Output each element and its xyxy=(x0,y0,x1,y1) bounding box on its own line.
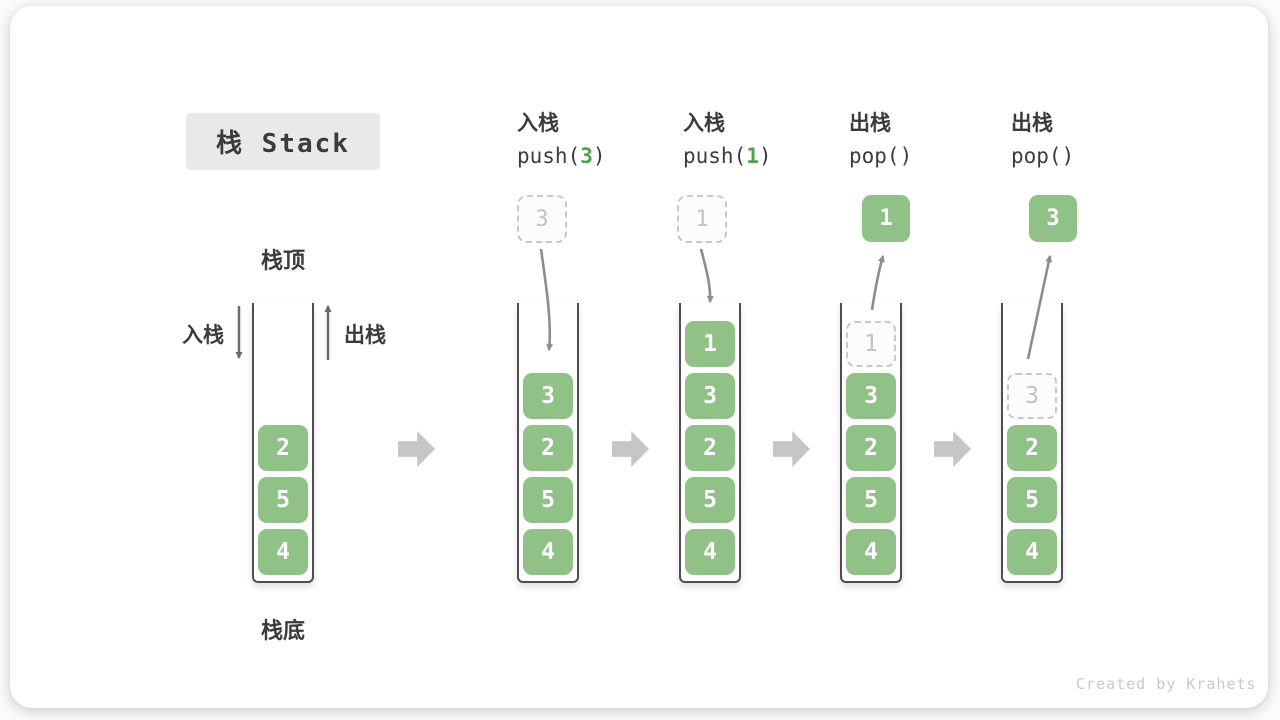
stack-state-after-push-3: 3 2 5 4 xyxy=(517,303,579,583)
title-box: 栈 Stack xyxy=(186,113,380,170)
op-header-pop-3: 出栈 pop() xyxy=(1011,107,1171,168)
stack-state-initial: 2 5 4 xyxy=(252,303,314,583)
stack-bottom-label: 栈底 xyxy=(260,619,305,644)
stack-cell: 5 xyxy=(523,477,573,523)
op-name: 出栈 xyxy=(849,111,891,135)
stack-state-after-push-1: 1 3 2 5 4 xyxy=(679,303,741,583)
stack-cell: 4 xyxy=(846,529,896,575)
stack-top-label: 栈顶 xyxy=(260,249,305,274)
title-text: 栈 Stack xyxy=(216,129,350,159)
op-name: 入栈 xyxy=(683,111,725,135)
stack-cell: 1 xyxy=(685,321,735,367)
op-name: 入栈 xyxy=(517,111,559,135)
popped-value-box-1: 1 xyxy=(862,195,910,242)
push-direction-label: 入栈 xyxy=(182,323,224,347)
pushed-value-box-3: 3 xyxy=(517,195,567,243)
pushed-value-box-1: 1 xyxy=(677,195,727,243)
op-code-arg: 1 xyxy=(746,144,759,168)
op-code: pop() xyxy=(1011,144,1075,168)
stack-cell: 2 xyxy=(846,425,896,471)
op-code: push(1) xyxy=(683,144,772,168)
stack-cell: 5 xyxy=(846,477,896,523)
stack-cell: 2 xyxy=(1007,425,1057,471)
stack-cell: 4 xyxy=(258,529,308,575)
stack-cell: 3 xyxy=(523,373,573,419)
op-code-arg: 3 xyxy=(580,144,593,168)
op-code: pop() xyxy=(849,144,913,168)
stack-cell: 3 xyxy=(846,373,896,419)
stack-cell: 2 xyxy=(685,425,735,471)
stack-cell-removed: 1 xyxy=(846,321,896,367)
popped-value-box-3: 3 xyxy=(1029,195,1077,242)
stack-cell: 5 xyxy=(1007,477,1057,523)
stack-cell: 4 xyxy=(685,529,735,575)
stack-cell: 2 xyxy=(523,425,573,471)
stack-cell: 2 xyxy=(258,425,308,471)
pop-direction-label: 出栈 xyxy=(344,323,386,347)
op-header-push-3: 入栈 push(3) xyxy=(517,107,677,168)
op-code: push(3) xyxy=(517,144,606,168)
stack-cell: 3 xyxy=(685,373,735,419)
op-name: 出栈 xyxy=(1011,111,1053,135)
stack-cell: 4 xyxy=(523,529,573,575)
stack-cell: 5 xyxy=(685,477,735,523)
stack-state-after-pop-1: 1 3 2 5 4 xyxy=(840,303,902,583)
op-header-push-1: 入栈 push(1) xyxy=(683,107,843,168)
op-header-pop-1: 出栈 pop() xyxy=(849,107,1009,168)
stack-cell-removed: 3 xyxy=(1007,373,1057,419)
stack-state-after-pop-3: 3 2 5 4 xyxy=(1001,303,1063,583)
watermark: Created by Krahets xyxy=(1076,675,1257,693)
stack-cell: 4 xyxy=(1007,529,1057,575)
stack-cell: 5 xyxy=(258,477,308,523)
